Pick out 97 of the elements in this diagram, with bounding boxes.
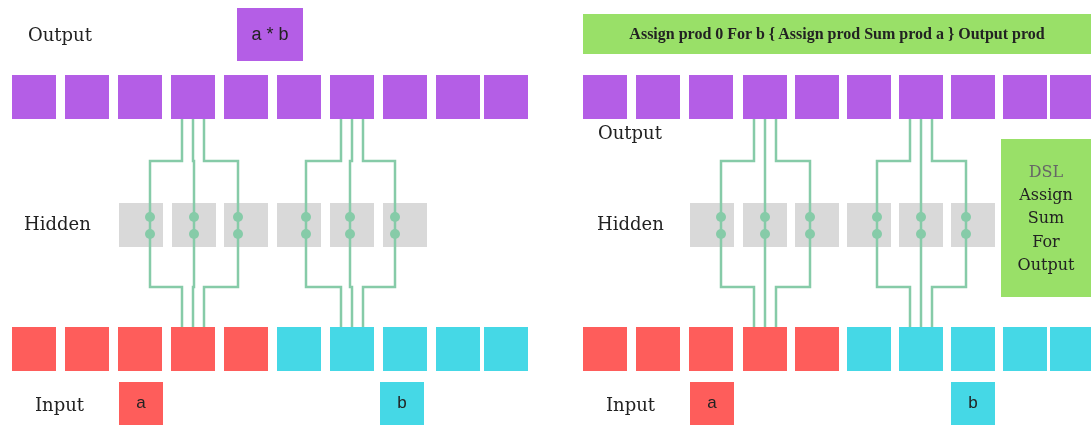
- output-cell: [436, 75, 480, 119]
- connection-line: [148, 247, 184, 327]
- input-cell: [12, 327, 56, 371]
- output-cell: [118, 75, 162, 119]
- output-cell: [847, 75, 891, 119]
- hidden-cell: [743, 203, 787, 247]
- hidden-cell: [119, 203, 163, 247]
- input-cell: [436, 327, 480, 371]
- layer-label: Hidden: [24, 213, 91, 234]
- output-cell: [743, 75, 787, 119]
- result-text: a * b: [251, 23, 289, 47]
- output-cell: [899, 75, 943, 119]
- input-cell: [484, 327, 528, 371]
- input-cell: [118, 327, 162, 371]
- layer-label: Hidden: [597, 213, 664, 234]
- value-text: a: [707, 392, 717, 415]
- input-cell: [277, 327, 321, 371]
- hidden-cell: [277, 203, 321, 247]
- dsl-box: [1001, 139, 1091, 297]
- connection-line: [304, 119, 343, 203]
- layer-label: Output: [598, 122, 662, 143]
- hidden-cell: [172, 203, 216, 247]
- output-cell: [583, 75, 627, 119]
- connection-line: [719, 247, 756, 327]
- connection-line: [919, 247, 923, 327]
- input-cell: [951, 327, 995, 371]
- input-cell: [330, 327, 374, 371]
- result-box: [237, 8, 303, 61]
- value-text: a: [136, 392, 146, 415]
- output-cell: [330, 75, 374, 119]
- connection-line: [930, 247, 968, 327]
- hidden-cell: [224, 203, 268, 247]
- input-cell: [1003, 327, 1047, 371]
- input-cell: [847, 327, 891, 371]
- dsl-keywords: Assign Sum For Output: [1016, 184, 1076, 276]
- connection-line: [719, 119, 756, 203]
- connection-line: [919, 119, 923, 203]
- connection-line: [361, 119, 397, 203]
- input-cell: [689, 327, 733, 371]
- input-value-box: [690, 382, 734, 425]
- connection-line: [875, 247, 912, 327]
- output-cell: [383, 75, 427, 119]
- connection-line: [361, 247, 397, 327]
- value-text: b: [968, 392, 978, 415]
- connection-line: [930, 119, 968, 203]
- connection-line: [348, 119, 354, 203]
- layer-label: Input: [35, 394, 85, 415]
- input-cell: [171, 327, 215, 371]
- hidden-cell: [330, 203, 374, 247]
- output-cell: [12, 75, 56, 119]
- connection-line: [763, 119, 767, 203]
- input-cell: [224, 327, 268, 371]
- connection-line: [875, 119, 912, 203]
- hidden-cell: [847, 203, 891, 247]
- connection-line: [774, 247, 812, 327]
- layer-label: Output: [28, 24, 92, 45]
- input-cell: [583, 327, 627, 371]
- output-cell: [484, 75, 528, 119]
- connection-line: [304, 247, 343, 327]
- program-bar: [583, 14, 1091, 54]
- connection-line: [774, 119, 812, 203]
- connection-line: [763, 247, 767, 327]
- input-cell: [65, 327, 109, 371]
- output-cell: [795, 75, 839, 119]
- hidden-cell: [383, 203, 427, 247]
- connection-line: [191, 119, 196, 203]
- output-cell: [951, 75, 995, 119]
- output-cell: [224, 75, 268, 119]
- hidden-cell: [690, 203, 734, 247]
- input-cell: [636, 327, 680, 371]
- input-cell: [383, 327, 427, 371]
- output-cell: [1050, 75, 1091, 119]
- input-cell: [743, 327, 787, 371]
- connection-line: [202, 119, 240, 203]
- input-cell: [795, 327, 839, 371]
- connection-line: [202, 247, 240, 327]
- input-value-box: [380, 382, 424, 425]
- program-text: Assign prod 0 For b { Assign prod Sum prod a } Output prod: [629, 24, 1045, 45]
- output-cell: [171, 75, 215, 119]
- input-cell: [899, 327, 943, 371]
- layer-label: Input: [606, 394, 656, 415]
- connection-line: [191, 247, 196, 327]
- input-value-box: [119, 382, 163, 425]
- hidden-cell: [899, 203, 943, 247]
- output-cell: [636, 75, 680, 119]
- connection-line: [348, 247, 354, 327]
- hidden-cell: [951, 203, 995, 247]
- hidden-cell: [795, 203, 839, 247]
- value-text: b: [397, 392, 407, 415]
- output-cell: [65, 75, 109, 119]
- output-cell: [1003, 75, 1047, 119]
- output-cell: [277, 75, 321, 119]
- dsl-heading: DSL: [1028, 161, 1064, 184]
- connection-line: [148, 119, 184, 203]
- output-cell: [689, 75, 733, 119]
- input-value-box: [951, 382, 995, 425]
- input-cell: [1050, 327, 1091, 371]
